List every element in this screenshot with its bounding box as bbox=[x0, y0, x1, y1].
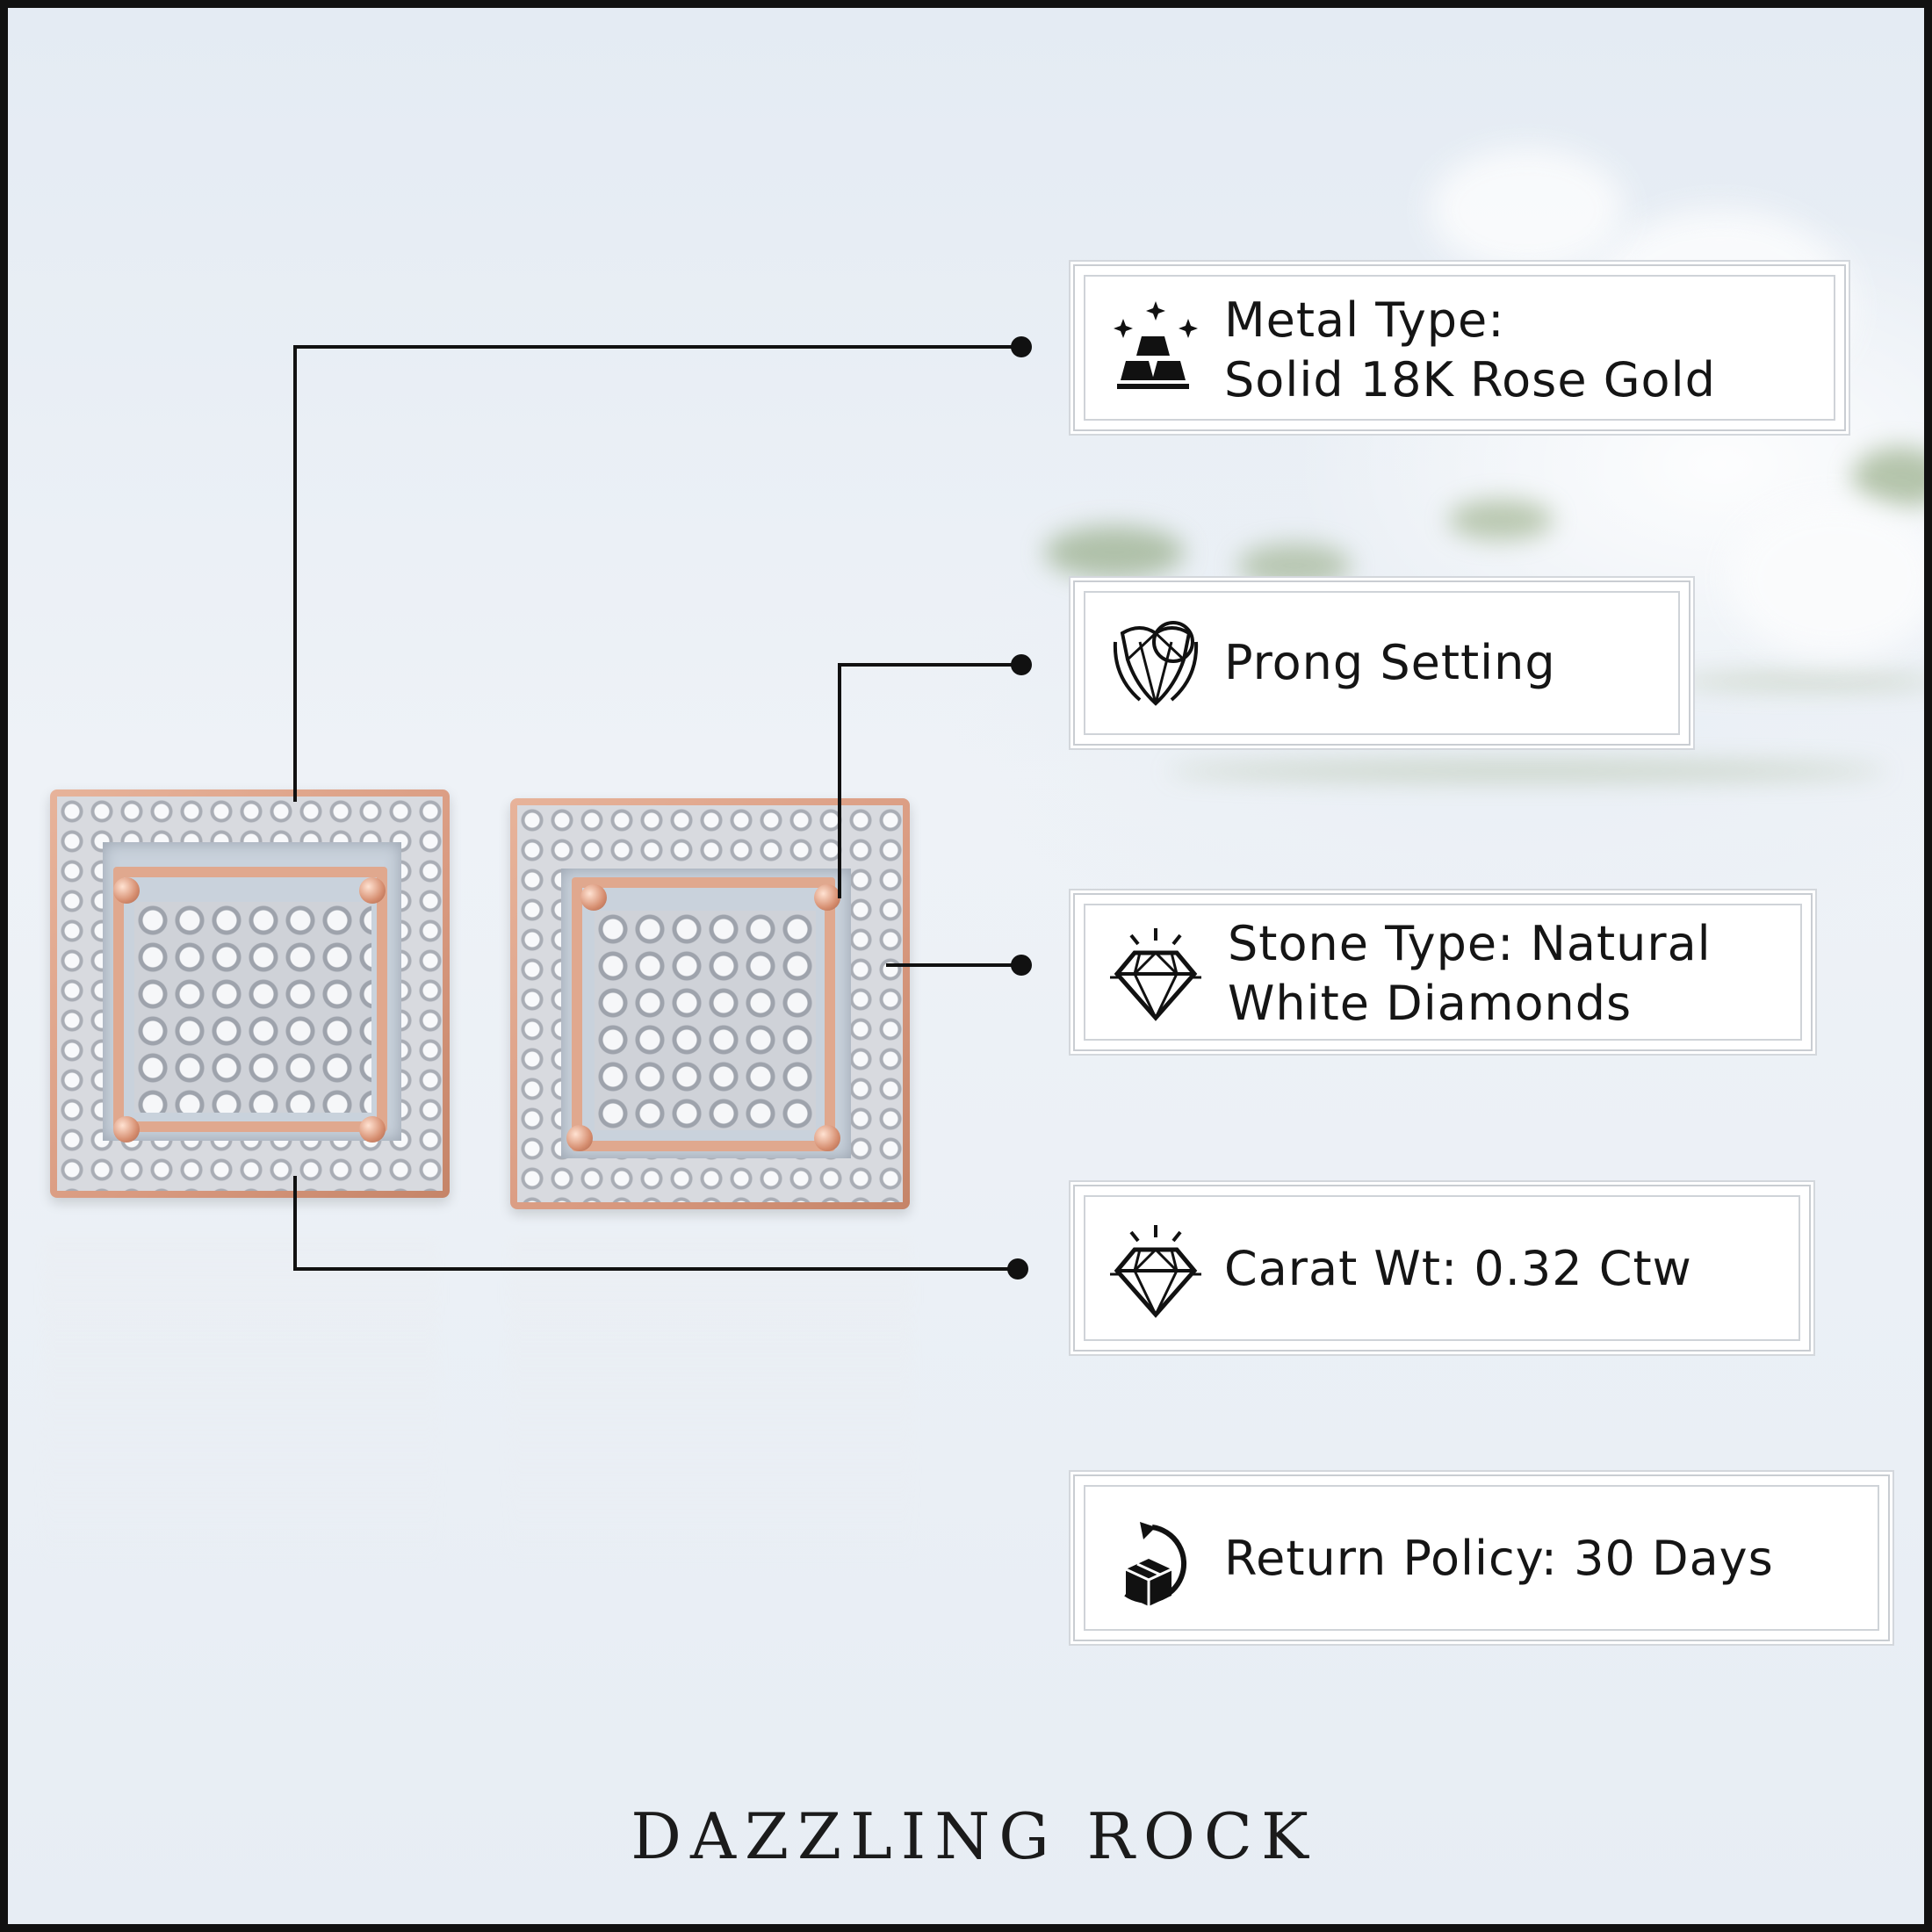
return-box-icon bbox=[1124, 1522, 1186, 1606]
feature-stone-type: Stone Type: Natural White Diamonds bbox=[1073, 893, 1813, 1051]
prong bbox=[566, 1125, 593, 1151]
feature-return-policy: Return Policy: 30 Days bbox=[1073, 1474, 1890, 1641]
earring-reflection bbox=[508, 1237, 912, 1571]
prong bbox=[580, 884, 607, 911]
background-flower bbox=[1729, 500, 1924, 658]
leader-line-stone bbox=[886, 963, 1023, 967]
feature-prong-setting: Prong Setting bbox=[1073, 580, 1690, 746]
feature-border bbox=[1084, 275, 1835, 421]
prong bbox=[359, 877, 386, 904]
leader-line-carat bbox=[293, 1267, 1022, 1271]
feature-line: Carat Wt: 0.32 Ctw bbox=[1224, 1241, 1692, 1296]
left-earring bbox=[50, 789, 450, 1198]
feature-text: Carat Wt: 0.32 Ctw bbox=[1224, 1239, 1692, 1299]
feature-text: Prong Setting bbox=[1224, 633, 1556, 693]
leader-line-metal bbox=[293, 345, 297, 802]
feature-metal-type: Metal Type: Solid 18K Rose Gold bbox=[1073, 264, 1846, 431]
prong-setting-icon bbox=[1113, 621, 1199, 706]
leader-dot-carat bbox=[1007, 1258, 1028, 1280]
feature-border bbox=[1084, 1485, 1879, 1631]
prong bbox=[113, 1116, 140, 1143]
feature-text: Metal Type: Solid 18K Rose Gold bbox=[1224, 291, 1716, 410]
leader-line-metal bbox=[293, 345, 1024, 349]
feature-border bbox=[1084, 904, 1802, 1041]
feature-line: White Diamonds bbox=[1228, 976, 1633, 1031]
feature-line: Prong Setting bbox=[1224, 635, 1556, 690]
background-leaf bbox=[1044, 526, 1185, 579]
feature-border bbox=[1084, 1195, 1800, 1341]
leader-line-prong bbox=[838, 663, 841, 898]
background-leaf bbox=[1237, 544, 1352, 588]
brand-logo: DAZZLING ROCK bbox=[631, 1799, 1317, 1873]
diamond-icon bbox=[1110, 928, 1201, 1021]
feature-line: Metal Type: bbox=[1224, 292, 1505, 348]
background-stem bbox=[1676, 675, 1924, 688]
feature-line: Solid 18K Rose Gold bbox=[1224, 352, 1716, 407]
feature-text: Stone Type: Natural White Diamonds bbox=[1228, 914, 1712, 1034]
feature-border bbox=[1084, 591, 1680, 735]
background-stem bbox=[1167, 763, 1887, 779]
prong bbox=[359, 1116, 386, 1143]
leader-dot-prong bbox=[1011, 654, 1032, 675]
background-flower bbox=[1431, 148, 1624, 271]
leader-dot-metal bbox=[1011, 336, 1032, 357]
inner-frame bbox=[113, 867, 387, 1132]
center-diamond-cluster bbox=[595, 911, 816, 1130]
gold-bars-icon bbox=[1114, 301, 1198, 389]
background-leaf bbox=[1448, 500, 1554, 540]
feature-carat-weight: Carat Wt: 0.32 Ctw bbox=[1073, 1185, 1811, 1352]
background-leaf bbox=[1852, 447, 1924, 508]
feature-line: Stone Type: Natural bbox=[1228, 916, 1712, 971]
prong bbox=[814, 884, 840, 911]
leader-dot-stone bbox=[1011, 955, 1032, 976]
diamond-icon bbox=[1110, 1225, 1201, 1318]
earring-reflection bbox=[43, 1237, 438, 1571]
feature-line: Return Policy: 30 Days bbox=[1224, 1531, 1774, 1586]
feature-text: Return Policy: 30 Days bbox=[1224, 1529, 1774, 1589]
leader-line-carat bbox=[293, 1176, 297, 1271]
leader-line-prong bbox=[838, 663, 1022, 667]
right-earring bbox=[510, 798, 910, 1209]
prong bbox=[113, 877, 140, 904]
prong bbox=[814, 1125, 840, 1151]
center-diamond-cluster bbox=[134, 902, 371, 1113]
inner-frame bbox=[572, 877, 835, 1151]
